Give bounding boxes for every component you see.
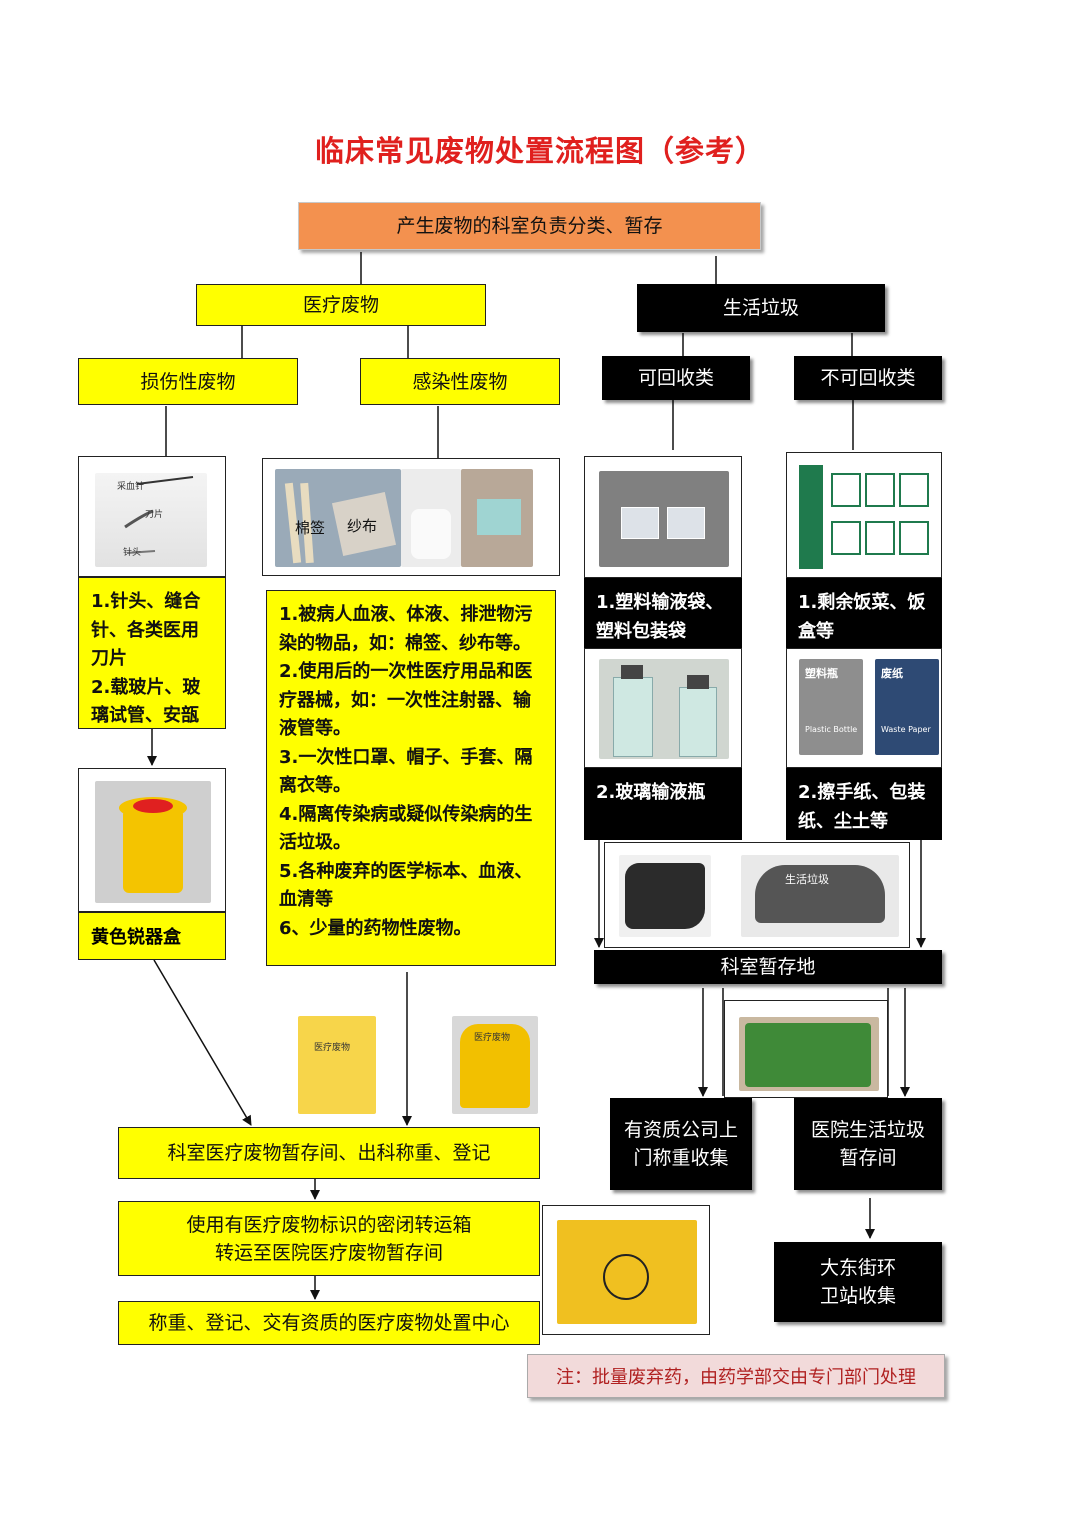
note-box: 注：批量废弃药，由药学部交由专门部门处理 xyxy=(527,1354,945,1398)
recyclable-item-1: 1.塑料输液袋、塑料包装袋 xyxy=(584,578,742,648)
sharps-photo-frame: 采血针 刀片 针头 xyxy=(78,456,226,577)
iv-bag-photo-frame xyxy=(584,456,742,578)
hospital-storage-line: 暂存间 xyxy=(839,1147,897,1169)
dept-storage-domestic-box: 科室暂存地 xyxy=(594,950,942,984)
sharps-item: 1.针头、缝合针、各类医用刀片 xyxy=(91,591,201,669)
sharps-item: 2.载玻片、玻璃试管、安瓿 xyxy=(91,676,201,727)
sharps-photo: 采血针 刀片 针头 xyxy=(95,473,207,567)
waste-paper-label: 废纸 xyxy=(881,667,903,680)
sharps-container-label: 黄色锐器盒 xyxy=(78,912,226,960)
green-bin-photo-frame xyxy=(724,1000,888,1098)
domestic-waste-box: 生活垃圾 xyxy=(637,284,885,332)
black-bag-photo xyxy=(619,855,711,937)
yellow-bag-label: 医疗废物 xyxy=(314,1043,351,1053)
syringe-photo xyxy=(401,469,461,567)
sanitation-station-box: 大东街环 卫站收集 xyxy=(774,1242,942,1322)
dept-storage-medical-box: 科室医疗废物暂存间、出科称重、登记 xyxy=(118,1127,540,1179)
sanitation-line: 大东街环 xyxy=(819,1257,896,1279)
transport-line: 使用有医疗废物标识的密闭转运箱 xyxy=(186,1213,472,1236)
transport-box-photo-frame xyxy=(542,1205,710,1335)
page-title: 临床常见废物处置流程图（参考） xyxy=(314,134,765,168)
root-box: 产生废物的科室负责分类、暂存 xyxy=(298,202,761,250)
waste-paper-en-label: Waste Paper xyxy=(881,725,931,734)
final-disposal-box: 称重、登记、交有资质的医疗废物处置中心 xyxy=(118,1301,540,1345)
transport-line: 转运至医院医疗废物暂存间 xyxy=(214,1241,443,1264)
infectious-item: 2.使用后的一次性医疗用品和医疗器械，如：一次性注射器、输液管等。 xyxy=(279,661,533,739)
sharps-container-photo xyxy=(95,781,211,903)
transport-box: 使用有医疗废物标识的密闭转运箱 转运至医院医疗废物暂存间 xyxy=(118,1201,540,1276)
hospital-storage-line: 医院生活垃圾 xyxy=(810,1119,925,1141)
infectious-item: 1.被病人血液、体液、排泄物污染的物品，如：棉签、纱布等。 xyxy=(279,604,533,654)
plastic-bottle-label: 塑料瓶 xyxy=(805,667,838,680)
non-recyclable-item-1: 1.剩余饭菜、饭盒等 xyxy=(786,578,942,648)
gauze-label: 纱布 xyxy=(347,517,378,535)
qualified-company-box: 有资质公司上 门称重收集 xyxy=(610,1098,752,1190)
paper-photo-frame: 塑料瓶 Plastic Bottle 废纸 Waste Paper xyxy=(786,648,942,768)
swab-gauze-photo: 棉签 纱布 xyxy=(275,469,401,567)
infectious-waste-box: 感染性废物 xyxy=(360,358,560,405)
needle2-label: 针头 xyxy=(123,548,142,558)
transport-box-photo xyxy=(557,1220,697,1324)
infectious-item: 3.一次性口罩、帽子、手套、隔离衣等。 xyxy=(279,746,533,797)
recyclable-item-2: 2.玻璃输液瓶 xyxy=(584,768,742,840)
plastic-bottle-sign: 塑料瓶 Plastic Bottle xyxy=(799,659,863,755)
sanitation-line: 卫站收集 xyxy=(819,1285,896,1307)
waste-paper-sign: 废纸 Waste Paper xyxy=(875,659,939,755)
food-waste-photo-frame xyxy=(786,452,942,578)
mask-photo xyxy=(461,469,533,567)
qualified-company-line: 有资质公司上 xyxy=(623,1119,738,1141)
bin-lid-label: 生活垃圾 xyxy=(785,873,829,886)
qualified-company-line: 门称重收集 xyxy=(633,1147,729,1169)
yellow-bin-photo: 医疗废物 xyxy=(452,1016,538,1114)
iv-bag-photo xyxy=(599,471,729,567)
medical-waste-box: 医疗废物 xyxy=(196,284,486,326)
non-recyclable-item-2: 2.擦手纸、包装纸、尘土等 xyxy=(786,768,942,840)
needle-blade-icon xyxy=(124,476,194,554)
green-bin-photo xyxy=(739,1017,879,1091)
plastic-bottle-en-label: Plastic Bottle xyxy=(805,725,858,734)
sharps-waste-box: 损伤性废物 xyxy=(78,358,298,405)
gray-bin-photo: 生活垃圾 xyxy=(741,855,899,937)
needle-label: 采血针 xyxy=(117,482,145,492)
hospital-storage-box: 医院生活垃圾 暂存间 xyxy=(794,1098,942,1190)
infectious-photo-frame: 棉签 纱布 xyxy=(262,458,560,576)
infectious-description: 1.被病人血液、体液、排泄物污染的物品，如：棉签、纱布等。 2.使用后的一次性医… xyxy=(266,590,556,966)
yellow-bin-label: 医疗废物 xyxy=(474,1033,511,1043)
glass-bottle-photo xyxy=(599,659,729,759)
recyclable-box: 可回收类 xyxy=(602,356,750,400)
sharps-description: 1.针头、缝合针、各类医用刀片 2.载玻片、玻璃试管、安瓿 xyxy=(78,577,226,729)
infectious-item: 5.各种废弃的医学标本、血液、血清等 xyxy=(279,860,533,911)
domestic-bin-photo-frame: 生活垃圾 xyxy=(604,842,910,948)
blade-label: 刀片 xyxy=(145,510,164,520)
cotton-swab-label: 棉签 xyxy=(295,519,326,537)
non-recyclable-box: 不可回收类 xyxy=(794,356,942,400)
infectious-item: 4.隔离传染病或疑似传染病的生活垃圾。 xyxy=(279,803,533,854)
yellow-bag-photo: 医疗废物 xyxy=(298,1016,376,1114)
glass-bottle-photo-frame xyxy=(584,648,742,768)
infectious-item: 6、少量的药物性废物。 xyxy=(279,917,472,939)
sharps-container-photo-frame xyxy=(78,768,226,912)
kitchen-waste-icons xyxy=(799,465,931,569)
